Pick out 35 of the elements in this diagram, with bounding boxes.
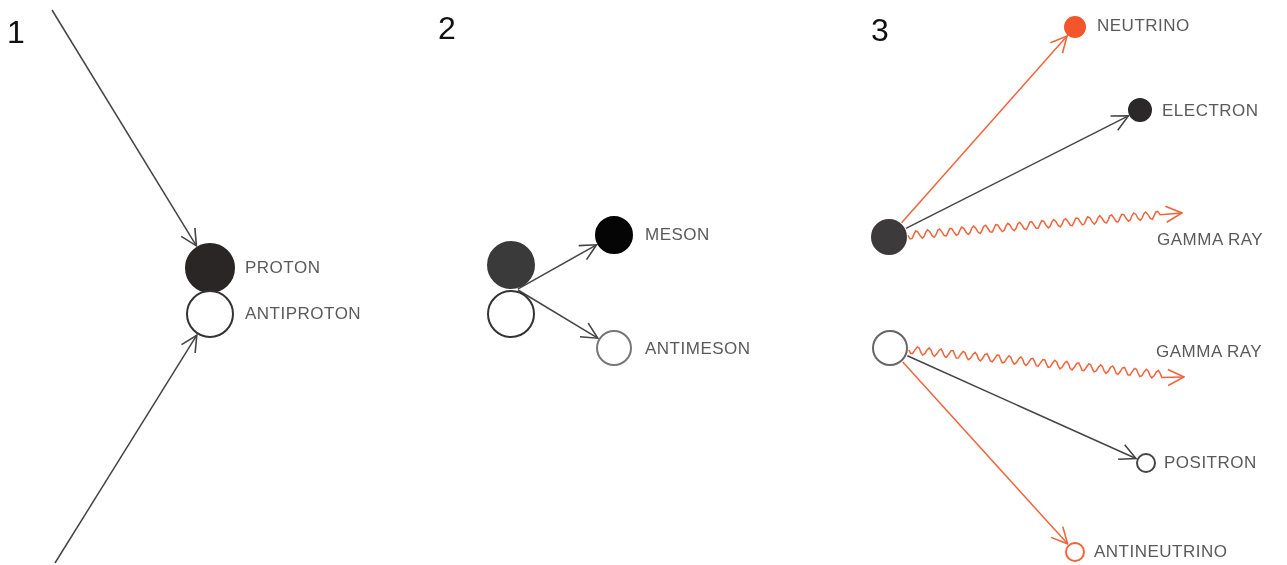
particle-label: PROTON [245,258,321,278]
arrow [900,35,1068,224]
particle-circle [1065,542,1085,562]
wavy-arrow [908,345,1185,387]
arrow [905,115,1130,230]
particle-circle [595,216,633,254]
particle-label: ANTIMESON [645,339,751,359]
panel-number: 2 [438,10,456,46]
particle-circle [871,219,907,255]
particle-circle [186,290,234,338]
panel-number: 3 [871,12,889,48]
particle-circle [487,290,535,338]
particle-label: ELECTRON [1162,101,1259,121]
particle-circle [596,330,632,366]
arrow [51,9,198,247]
particle-circle [872,330,908,366]
edge-label: GAMMA RAY [1157,230,1264,250]
particle-circle [185,243,235,293]
edge-label: GAMMA RAY [1156,342,1263,362]
arrow [517,244,598,290]
arrow [517,289,599,339]
particle-label: NEUTRINO [1097,16,1190,36]
particle-circle [487,241,535,289]
arrow [54,334,198,564]
particle-circle [1064,16,1086,38]
arrow [906,355,1137,461]
particle-label: POSITRON [1164,453,1257,473]
particle-circle [1136,453,1156,473]
arrow [902,361,1069,545]
wavy-arrow [907,205,1183,240]
particle-label: ANTIPROTON [245,304,362,324]
particle-circle [1128,98,1152,122]
particle-label: MESON [645,225,710,245]
particle-label: ANTINEUTRINO [1094,542,1228,562]
panel-number: 1 [7,14,25,50]
